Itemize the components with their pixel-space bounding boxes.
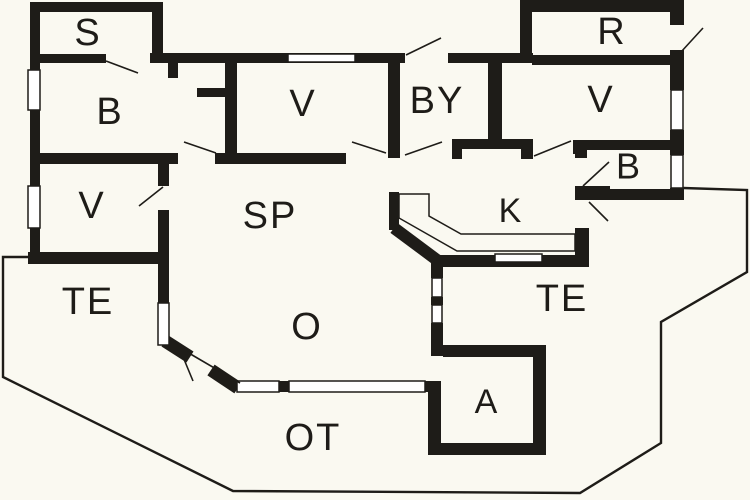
wall bbox=[158, 210, 169, 303]
wall bbox=[168, 63, 178, 78]
window bbox=[288, 380, 426, 393]
wall bbox=[28, 252, 158, 264]
window bbox=[431, 277, 443, 298]
door-swing bbox=[180, 351, 194, 382]
wall bbox=[670, 130, 684, 155]
room-label-r: R bbox=[597, 11, 626, 53]
wall bbox=[389, 192, 399, 230]
room-label-k: K bbox=[499, 192, 524, 230]
wall bbox=[670, 50, 684, 90]
door-swing bbox=[105, 60, 139, 74]
door-swing bbox=[183, 141, 217, 154]
wall bbox=[521, 139, 533, 159]
wall bbox=[428, 381, 441, 443]
door-swing bbox=[588, 201, 609, 222]
wall bbox=[40, 54, 106, 63]
wall bbox=[520, 0, 684, 12]
wall bbox=[573, 140, 670, 150]
wall bbox=[443, 345, 543, 357]
window bbox=[670, 89, 684, 131]
wall bbox=[532, 55, 670, 65]
wall bbox=[30, 2, 163, 12]
wall bbox=[152, 2, 163, 62]
room-label-b: B bbox=[616, 146, 642, 187]
window bbox=[27, 69, 41, 111]
wall bbox=[215, 153, 346, 164]
window bbox=[494, 253, 543, 263]
door-swing bbox=[351, 141, 387, 154]
wall bbox=[520, 0, 532, 62]
door-swing bbox=[138, 186, 164, 207]
wall bbox=[428, 443, 546, 455]
wall bbox=[30, 2, 40, 70]
door-swing bbox=[405, 37, 442, 56]
window bbox=[287, 53, 356, 63]
door-swing bbox=[582, 161, 610, 187]
room-label-sp: SP bbox=[243, 195, 298, 237]
wall bbox=[388, 53, 400, 158]
door-swing bbox=[404, 141, 443, 156]
wall bbox=[431, 297, 443, 305]
window bbox=[431, 304, 443, 324]
wall bbox=[575, 140, 587, 158]
wall bbox=[158, 164, 169, 186]
room-label-ot: OT bbox=[285, 417, 342, 459]
wall bbox=[30, 110, 40, 186]
diagonal-wall bbox=[207, 364, 242, 394]
room-label-a: A bbox=[475, 383, 500, 421]
wall bbox=[431, 323, 443, 356]
terrace-outline bbox=[1, 186, 749, 495]
room-label-v: V bbox=[78, 185, 105, 227]
window bbox=[236, 380, 280, 393]
door-swing bbox=[186, 351, 241, 384]
room-label-s: S bbox=[74, 12, 101, 54]
kitchen-counter bbox=[398, 193, 576, 252]
door-swing bbox=[680, 27, 704, 53]
wall bbox=[150, 53, 405, 63]
wall bbox=[533, 345, 546, 455]
room-label-v: V bbox=[587, 79, 614, 121]
wall bbox=[424, 381, 441, 392]
wall bbox=[670, 0, 684, 25]
door-swing bbox=[533, 140, 572, 157]
wall bbox=[488, 55, 502, 149]
window bbox=[670, 154, 684, 189]
room-label-te: TE bbox=[62, 281, 115, 323]
wall bbox=[36, 153, 178, 164]
room-label-te: TE bbox=[536, 278, 589, 320]
window bbox=[27, 185, 41, 229]
room-label-b: B bbox=[96, 91, 123, 133]
wall bbox=[452, 139, 533, 149]
room-label-o: O bbox=[291, 306, 323, 348]
wall bbox=[278, 381, 289, 392]
wall bbox=[197, 88, 227, 97]
wall bbox=[452, 139, 462, 159]
wall bbox=[225, 53, 237, 158]
diagonal-wall bbox=[390, 223, 441, 265]
wall bbox=[600, 189, 683, 200]
room-label-v: V bbox=[289, 83, 316, 125]
window bbox=[157, 302, 170, 346]
room-label-by: BY bbox=[410, 80, 465, 122]
wall bbox=[30, 228, 40, 264]
